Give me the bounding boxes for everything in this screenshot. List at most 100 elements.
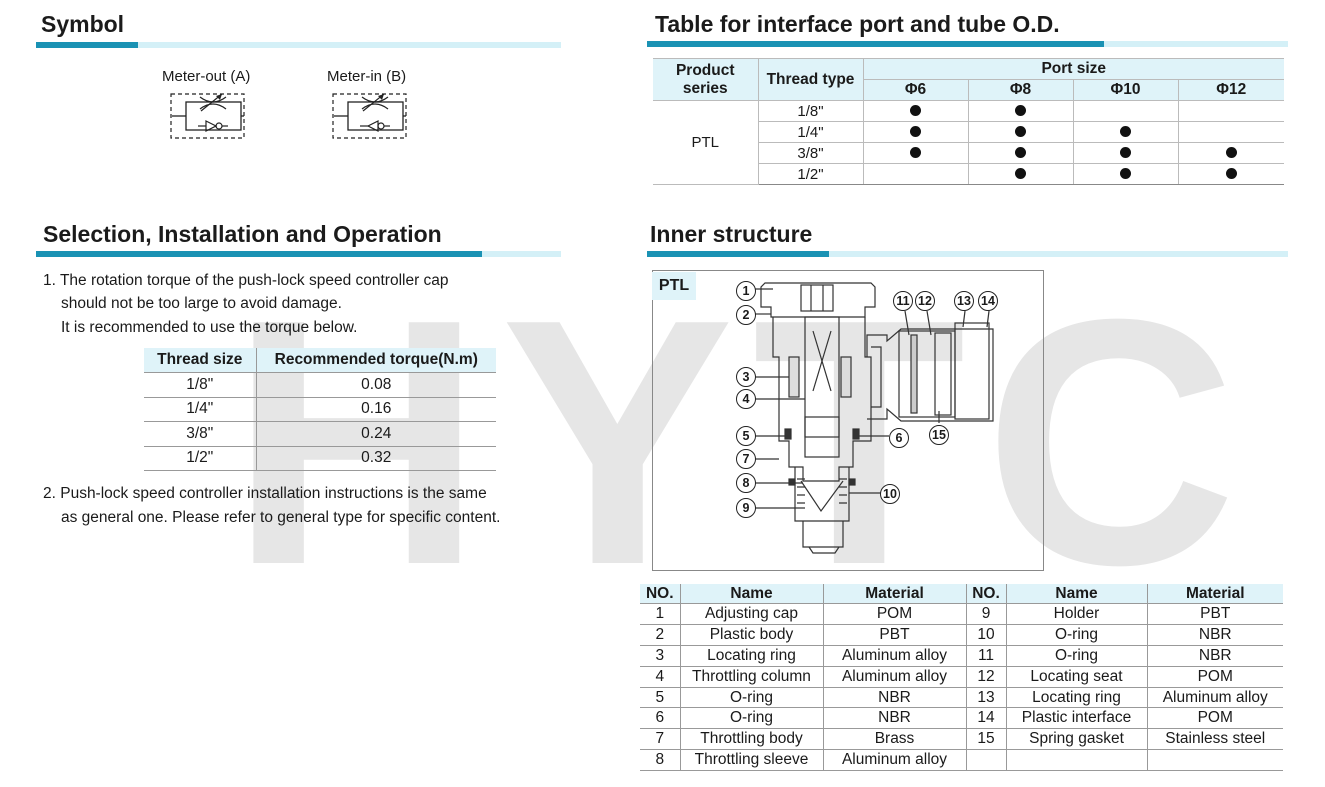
- parts-cell: Locating ring: [1005, 687, 1147, 709]
- parts-cell: Locating seat: [1005, 666, 1147, 688]
- parts-cell: O-ring: [679, 707, 823, 730]
- parts-cell: 6: [640, 707, 680, 730]
- section-bar-inner-structure: [647, 251, 1288, 257]
- callout-11: 11: [893, 291, 913, 311]
- torque-header-value: Recommended torque(N.m): [255, 348, 496, 373]
- meter-in-label: Meter-in (B): [327, 68, 407, 85]
- parts-cell: 3: [640, 645, 680, 667]
- parts-cell: Aluminum alloy: [822, 645, 966, 667]
- availability-dot-icon: [1225, 146, 1237, 158]
- section-bar-selection: [36, 251, 561, 257]
- parts-cell: Throttling sleeve: [679, 749, 823, 772]
- section-title-port-table: Table for interface port and tube O.D.: [655, 11, 1060, 37]
- availability-cell: [862, 121, 968, 143]
- torque-value-cell: 0.32: [255, 446, 496, 471]
- header-size: Φ12: [1177, 79, 1284, 101]
- parts-cell: 2: [640, 624, 680, 646]
- availability-cell: [1177, 121, 1284, 143]
- parts-cell: [1005, 749, 1147, 772]
- parts-cell: O-ring: [1005, 645, 1147, 667]
- parts-cell: POM: [1146, 666, 1283, 688]
- callout-13: 13: [954, 291, 974, 311]
- parts-cell: 5: [640, 687, 680, 709]
- meter-in-symbol: [332, 93, 407, 139]
- parts-cell: Holder: [1005, 603, 1147, 625]
- parts-cell: PBT: [822, 624, 966, 646]
- torque-value-cell: 0.16: [255, 397, 496, 422]
- header-thread-type: Thread type: [757, 58, 864, 101]
- availability-cell: [967, 121, 1073, 143]
- availability-cell: [862, 142, 968, 164]
- header-port-size: Port size: [862, 58, 1284, 80]
- parts-header: NO.: [640, 584, 680, 604]
- availability-cell: [1177, 100, 1284, 122]
- availability-cell: [862, 163, 968, 185]
- callout-6: 6: [889, 428, 909, 448]
- parts-cell: 1: [640, 603, 680, 625]
- torque-thread-cell: 1/2": [144, 446, 256, 471]
- parts-header: Material: [1146, 584, 1283, 604]
- inner-structure-diagram-frame: [652, 270, 1044, 571]
- parts-cell: [965, 749, 1006, 772]
- parts-cell: 7: [640, 728, 680, 751]
- diagram-tag: PTL: [652, 272, 696, 300]
- torque-header-thread: Thread size: [144, 348, 256, 373]
- parts-cell: [1146, 749, 1283, 772]
- port-table-row: 1/2": [653, 163, 1284, 185]
- thread-cell: 1/8": [757, 100, 863, 122]
- header-size: Φ8: [967, 79, 1074, 101]
- parts-cell: 10: [965, 624, 1006, 646]
- parts-cell: 9: [965, 603, 1006, 625]
- section-bar-symbol: [36, 42, 561, 48]
- availability-cell: [862, 100, 968, 122]
- availability-cell: [1177, 142, 1284, 164]
- parts-cell: NBR: [1146, 645, 1283, 667]
- callout-12: 12: [915, 291, 935, 311]
- port-table-row: 1/4": [653, 121, 1284, 143]
- availability-cell: [967, 100, 1073, 122]
- parts-cell: 15: [965, 728, 1006, 751]
- parts-cell: Throttling column: [679, 666, 823, 688]
- note-1-line-2: should not be too large to avoid damage.: [61, 295, 342, 312]
- parts-cell: POM: [1146, 707, 1283, 730]
- parts-cell: O-ring: [679, 687, 823, 709]
- parts-cell: Stainless steel: [1146, 728, 1283, 751]
- torque-row: 1/8"0.08: [144, 372, 496, 398]
- parts-cell: Plastic body: [679, 624, 823, 646]
- parts-cell: 12: [965, 666, 1006, 688]
- port-table-row: 3/8": [653, 142, 1284, 164]
- thread-cell: 1/2": [757, 163, 863, 185]
- parts-cell: Throttling body: [679, 728, 823, 751]
- torque-row: 3/8"0.24: [144, 421, 496, 447]
- parts-cell: Spring gasket: [1005, 728, 1147, 751]
- callout-5: 5: [736, 426, 756, 446]
- section-title-selection: Selection, Installation and Operation: [43, 221, 442, 247]
- availability-cell: [1072, 121, 1178, 143]
- section-title-symbol: Symbol: [41, 11, 125, 37]
- parts-header: Name: [679, 584, 823, 604]
- availability-dot-icon: [1120, 125, 1131, 137]
- callout-2: 2: [736, 305, 756, 325]
- availability-dot-icon: [1015, 167, 1026, 179]
- availability-cell: [1177, 163, 1284, 185]
- parts-cell: 8: [640, 749, 680, 772]
- note-2-line-2: as general one. Please refer to general …: [61, 509, 501, 526]
- note-1-line-3: It is recommended to use the torque belo…: [61, 319, 358, 336]
- callout-8: 8: [736, 473, 756, 493]
- torque-row: 1/2"0.32: [144, 446, 496, 471]
- torque-table: Thread size Recommended torque(N.m) 1/8"…: [144, 348, 496, 471]
- callout-9: 9: [736, 498, 756, 518]
- parts-cell: Plastic interface: [1005, 707, 1147, 730]
- torque-thread-cell: 1/4": [144, 397, 256, 422]
- parts-cell: Locating ring: [679, 645, 823, 667]
- availability-dot-icon: [1120, 167, 1131, 179]
- meter-out-symbol: [170, 93, 245, 139]
- parts-cell: Brass: [822, 728, 966, 751]
- parts-cell: NBR: [1146, 624, 1283, 646]
- thread-cell: 1/4": [757, 121, 863, 143]
